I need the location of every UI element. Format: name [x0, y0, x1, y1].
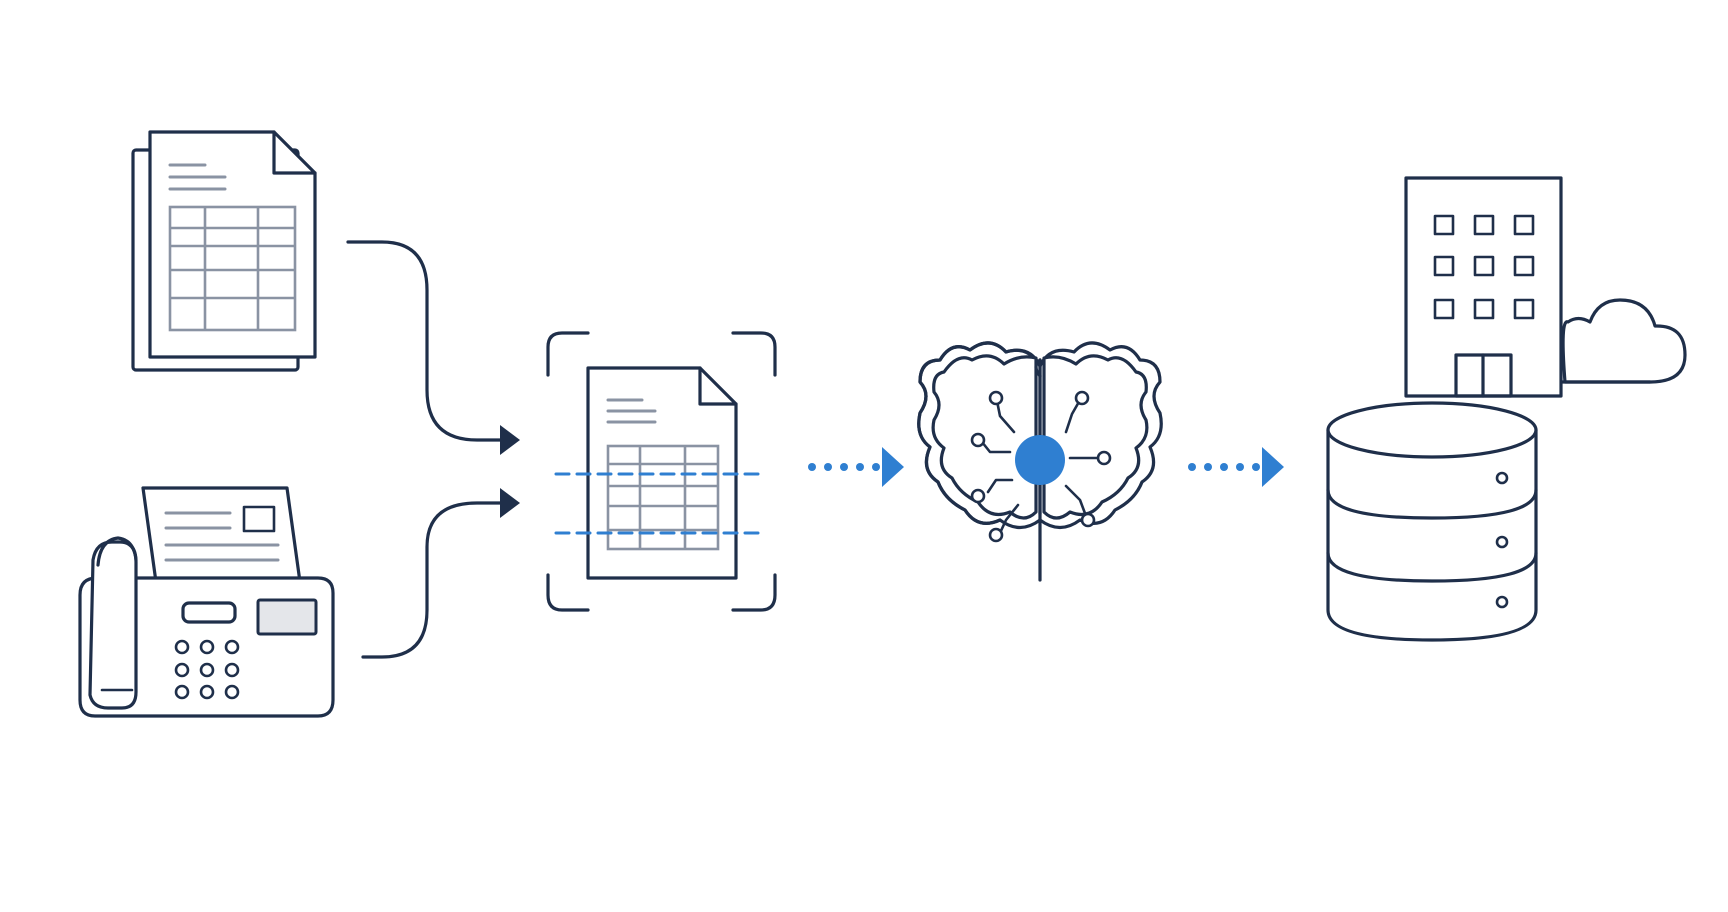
connector-fax-to-scan	[361, 488, 520, 659]
ai-core-node	[1015, 435, 1065, 485]
database-building-cloud-icon	[1326, 176, 1687, 642]
scan-frame	[546, 331, 777, 612]
ai-brain-icon	[917, 341, 1163, 582]
connector-document-to-scan	[346, 240, 520, 455]
office-building-icon	[1404, 176, 1563, 398]
fax-machine-icon	[78, 486, 335, 718]
dotted-arrow-scan-to-ai	[808, 447, 904, 487]
circuit-traces	[970, 390, 1112, 543]
database-icon	[1326, 401, 1538, 642]
cloud-icon	[1560, 298, 1687, 384]
document-scan-icon	[546, 331, 777, 612]
spreadsheet-document-icon	[131, 130, 317, 372]
keypad	[174, 639, 240, 700]
dotted-arrow-ai-to-storage	[1188, 447, 1284, 487]
